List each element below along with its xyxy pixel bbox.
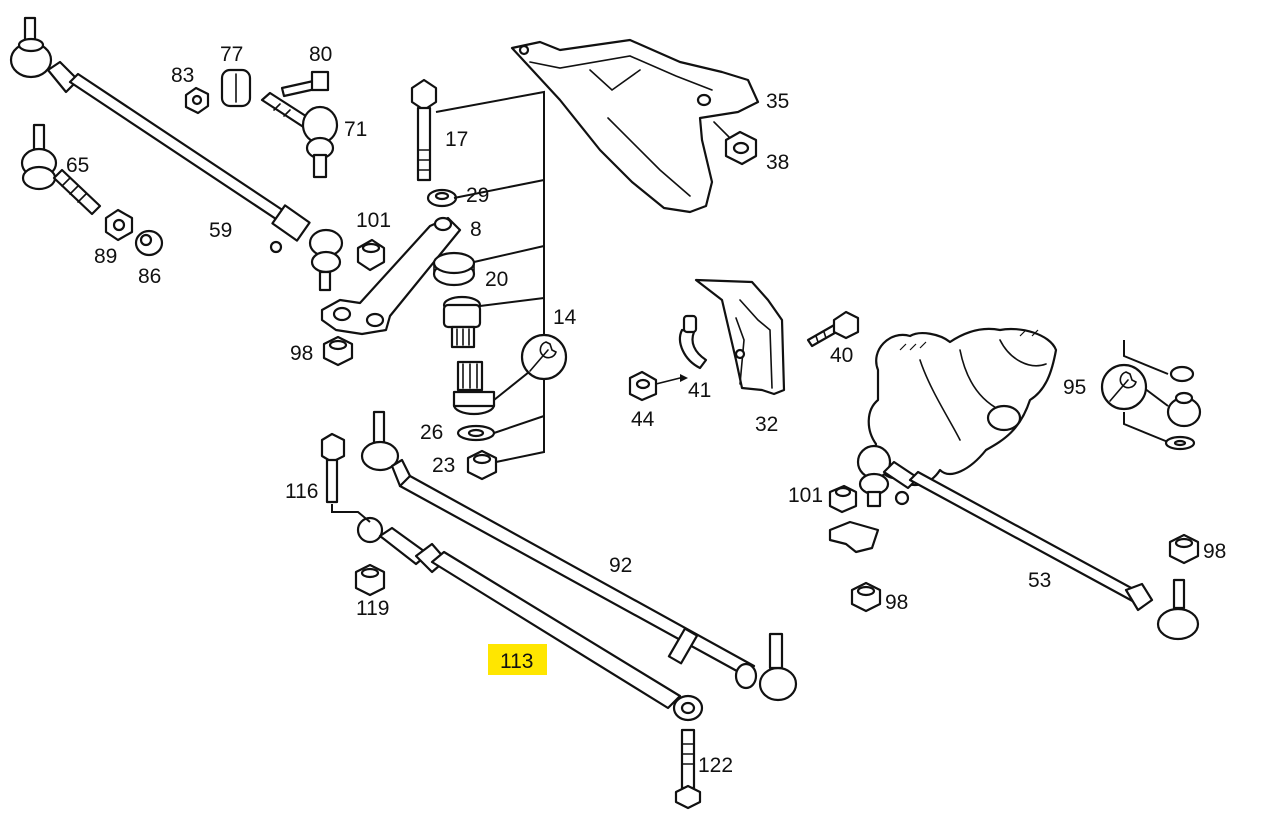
leader-bracket-14 (435, 90, 545, 463)
nut-98-right-bottom[interactable] (850, 581, 882, 613)
label-95[interactable]: 95 (1063, 376, 1086, 399)
nut-89[interactable] (104, 208, 134, 242)
bolt-44[interactable] (628, 370, 688, 402)
highlight-part-113 (488, 644, 547, 675)
bushing-20[interactable] (432, 251, 476, 287)
steering-damper-113[interactable] (356, 516, 704, 722)
label-71[interactable]: 71 (344, 118, 367, 141)
tie-rod-53[interactable] (828, 444, 1200, 641)
wrench-icon (1100, 363, 1148, 411)
label-20[interactable]: 20 (485, 268, 508, 291)
label-86[interactable]: 86 (138, 265, 161, 288)
shield-35[interactable] (510, 38, 760, 214)
joint-71[interactable] (260, 91, 339, 179)
wrench-icon (520, 333, 568, 381)
label-23[interactable]: 23 (432, 454, 455, 477)
label-83[interactable]: 83 (171, 64, 194, 87)
label-29[interactable]: 29 (466, 184, 489, 207)
label-80[interactable]: 80 (309, 43, 332, 66)
label-17[interactable]: 17 (445, 128, 468, 151)
label-119[interactable]: 119 (356, 597, 389, 620)
nut-98-left[interactable] (322, 335, 354, 367)
washer-95-upper[interactable] (1169, 365, 1195, 383)
tie-rod-end-65[interactable] (20, 123, 102, 216)
nut-38[interactable] (713, 121, 758, 166)
bracket-32[interactable] (694, 278, 786, 396)
label-40[interactable]: 40 (830, 344, 853, 367)
label-32[interactable]: 32 (755, 413, 778, 436)
label-44[interactable]: 44 (631, 408, 655, 431)
bolt-80[interactable] (280, 70, 330, 98)
label-101-upper[interactable]: 101 (356, 209, 391, 232)
rubber-mount-77[interactable] (220, 68, 252, 108)
bolt-116[interactable] (320, 432, 371, 523)
label-53[interactable]: 53 (1028, 569, 1051, 592)
label-98-right[interactable]: 98 (1203, 540, 1226, 563)
label-113[interactable]: 113 (500, 650, 533, 673)
tie-rod-59[interactable] (9, 16, 344, 292)
part-labels: 17 29 8 20 14 26 23 35 38 83 77 80 71 65… (66, 43, 1226, 777)
label-65[interactable]: 65 (66, 154, 89, 177)
nut-101-lower[interactable] (828, 484, 858, 514)
label-98-left[interactable]: 98 (290, 342, 313, 365)
washer-26[interactable] (456, 424, 496, 442)
bolt-17[interactable] (410, 78, 438, 182)
screw-40[interactable] (806, 310, 860, 348)
label-116[interactable]: 116 (285, 480, 318, 503)
label-14[interactable]: 14 (553, 306, 577, 329)
label-26[interactable]: 26 (420, 421, 443, 444)
pivot-bushing-14-upper[interactable] (442, 295, 482, 349)
washer-95-lower[interactable] (1164, 435, 1196, 451)
leader-95 (1123, 340, 1169, 375)
steering-gear-housing[interactable] (867, 327, 1058, 487)
bolt-122[interactable] (674, 728, 702, 810)
label-59[interactable]: 59 (209, 219, 232, 242)
label-8[interactable]: 8 (470, 218, 482, 241)
idler-arm-8[interactable] (320, 216, 462, 336)
washer-29[interactable] (426, 188, 458, 208)
nut-119[interactable] (354, 563, 386, 597)
pivot-bushing-14-lower[interactable] (452, 360, 496, 416)
nut-101-upper[interactable] (356, 238, 386, 272)
tie-rod-92[interactable] (360, 410, 798, 702)
label-92[interactable]: 92 (609, 554, 632, 577)
label-77[interactable]: 77 (220, 43, 243, 66)
bushing-86[interactable] (134, 229, 164, 257)
clip-41[interactable] (678, 314, 708, 370)
nut-83[interactable] (184, 86, 210, 115)
nut-23[interactable] (466, 449, 498, 481)
label-89[interactable]: 89 (94, 245, 117, 268)
boot-95[interactable] (1166, 391, 1202, 428)
label-38[interactable]: 38 (766, 151, 789, 174)
label-101-lower[interactable]: 101 (788, 484, 823, 507)
label-35[interactable]: 35 (766, 90, 789, 113)
label-41[interactable]: 41 (688, 379, 711, 402)
label-122[interactable]: 122 (698, 754, 733, 777)
label-98-bottom[interactable]: 98 (885, 591, 908, 614)
nut-98-right-top[interactable] (1168, 533, 1200, 565)
